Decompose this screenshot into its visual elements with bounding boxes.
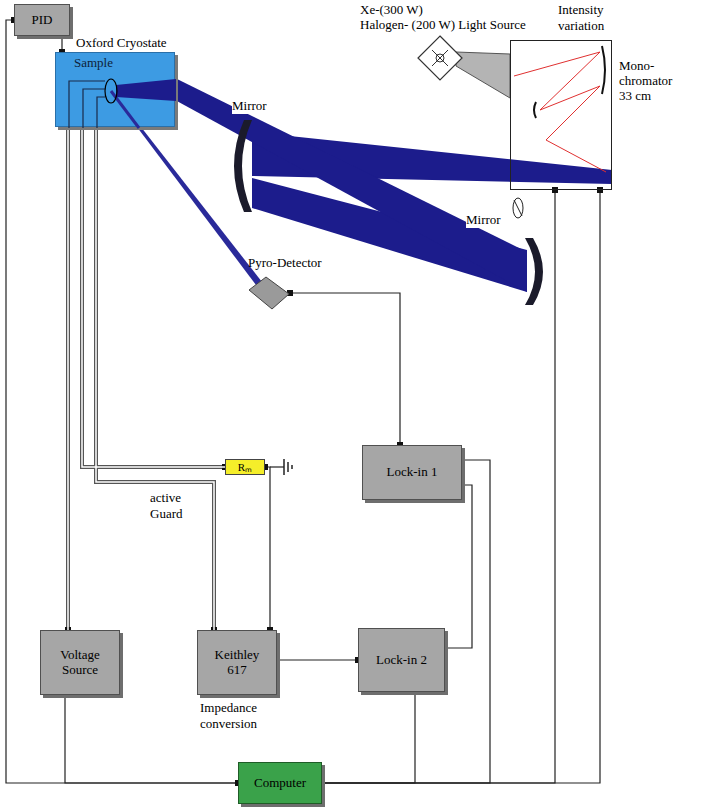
sample-wire xyxy=(83,89,105,128)
node-label: Rₘ xyxy=(238,461,252,474)
light-beam xyxy=(116,79,176,101)
monochromator-mirror xyxy=(602,46,605,94)
signal-wire xyxy=(265,467,270,630)
annotation-label: Xe-(300 W) xyxy=(360,2,423,18)
signal-wire xyxy=(322,190,600,783)
annotation-label: Oxford Cryostate xyxy=(76,35,167,51)
detector-outline xyxy=(249,277,289,309)
shielded-wire-core xyxy=(67,127,69,630)
light-beam xyxy=(175,78,527,292)
node-label: Pyro-Detector xyxy=(248,256,322,271)
shielded-wire-core xyxy=(96,127,214,630)
node-label: Mono- chromator 33 cm xyxy=(619,59,683,104)
signal-wire xyxy=(66,127,70,630)
annotation-label: Mirror xyxy=(466,212,501,228)
grating-light-path xyxy=(514,52,606,172)
node-label: Sample xyxy=(74,56,113,71)
node-label: PID xyxy=(32,13,53,28)
lens xyxy=(513,198,523,218)
ground-symbol xyxy=(287,462,289,472)
monochromator-grating xyxy=(534,102,536,118)
computer: Computer xyxy=(238,762,322,804)
node-label: Computer xyxy=(254,776,306,791)
annotation-label: Impedance conversion xyxy=(200,700,278,732)
pyro-detector: Pyro-Detector xyxy=(248,276,290,310)
node-label: Keithley 617 xyxy=(206,648,268,678)
lamp-filament xyxy=(432,50,448,66)
annotation-label: Halogen- (200 W) Light Source xyxy=(360,17,526,33)
node-label: Lock-in 1 xyxy=(387,465,438,480)
sample-holder xyxy=(105,79,117,103)
signal-wire xyxy=(445,485,472,648)
node-label: Voltage Source xyxy=(49,648,111,678)
ground-symbol xyxy=(283,459,285,475)
split-beam xyxy=(111,91,139,128)
signal-wire xyxy=(322,692,415,783)
lock-in-amplifier: Lock-in 1 xyxy=(362,445,462,500)
detector-outline xyxy=(248,276,290,310)
ground-wire xyxy=(270,466,284,467)
resistor-symbol: Rₘ xyxy=(225,459,265,475)
lamp-housing xyxy=(418,36,462,80)
voltage-source: Voltage Source xyxy=(40,630,120,695)
lock-in-amplifier: Lock-in 2 xyxy=(358,628,445,692)
lens xyxy=(514,200,522,216)
node-label: Lock-in 2 xyxy=(376,653,427,668)
signal-wire xyxy=(290,293,400,445)
sample-cryostat: Sample xyxy=(55,52,175,127)
concave-mirror xyxy=(525,238,543,305)
lamp-filament xyxy=(432,50,448,66)
electrometer: Keithley 617 xyxy=(197,630,277,695)
annotation-label: Intensity variation xyxy=(558,2,614,34)
sample-holder xyxy=(56,53,174,126)
signal-wire xyxy=(61,36,62,52)
annotation-label: active Guard xyxy=(150,490,200,522)
signal-wire xyxy=(82,127,225,467)
lamp-reflector xyxy=(456,52,510,98)
monochromator: Mono- chromator 33 cm xyxy=(510,40,612,190)
signal-wire xyxy=(96,127,214,630)
annotation-label: Mirror xyxy=(232,98,267,114)
concave-mirror xyxy=(234,120,252,212)
shielded-wire-core xyxy=(82,127,225,467)
lamp-bulb xyxy=(436,54,444,62)
signal-wire xyxy=(277,659,358,660)
signal-wire xyxy=(322,190,555,783)
signal-wire xyxy=(322,460,490,783)
pid-controller: PID xyxy=(14,4,70,36)
sample-wire xyxy=(97,97,105,128)
ground-symbol xyxy=(291,465,293,469)
sample-wire xyxy=(69,81,105,128)
